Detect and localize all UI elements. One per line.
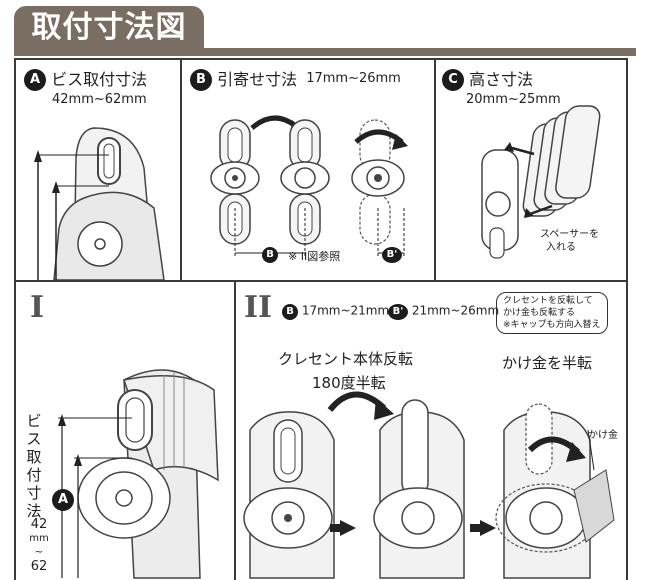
dim-badge-b-prime: B': [382, 242, 402, 263]
note-line3: ※キャップも方向入替え: [503, 320, 601, 330]
panel-a-illustration: [34, 127, 165, 281]
roman-one: I: [30, 290, 45, 325]
panel-b-illustration: [210, 115, 408, 258]
panel-c-illustration: [481, 105, 601, 259]
step1-line2: 180度半転: [312, 374, 386, 392]
step1-line1: クレセント本体反転: [278, 350, 414, 368]
spacer-note-line1: スペーサーを: [540, 229, 600, 240]
dim-badge-b-prime-glyph: B': [382, 247, 402, 263]
spec-b-prime-badge: B': [388, 304, 408, 320]
spec-b-prime: B' 21mm~26mm: [388, 303, 499, 320]
roman-two: II: [244, 290, 273, 325]
badge-c: C: [442, 68, 464, 91]
panel-a-range: 42mm~62mm: [52, 92, 147, 107]
panel-1-badge-glyph: A: [52, 489, 74, 511]
dim-badge-b-glyph: B: [262, 247, 278, 263]
kakegane-label: かけ金: [588, 430, 618, 441]
spec-b: B 17mm~21mm: [282, 303, 389, 320]
panel-1-illustration: [58, 369, 219, 579]
panel-c-heading: C 高さ寸法: [442, 66, 533, 91]
note-line2: かけ金も反転する: [503, 308, 576, 318]
spec-b-prime-range: 21mm~26mm: [411, 303, 500, 318]
panel-c-spacer-note: スペーサーを 入れる: [540, 228, 599, 254]
panel-b-note: ※ II図参照: [288, 250, 341, 263]
panel-1-badge: A: [52, 488, 74, 511]
badge-b: B: [190, 68, 212, 91]
reverse-note: クレセントを反転して かけ金も反転する ※キャップも方向入替え: [496, 292, 608, 334]
range-bottom: 62: [30, 559, 48, 574]
panel-1-range: 42 mm ~ 62: [26, 518, 52, 574]
dim-badge-b: B: [262, 242, 278, 263]
note-line1: クレセントを反転して: [503, 296, 593, 306]
panel-b-range: 17mm~26mm: [306, 70, 401, 86]
panel-c-range: 20mm~25mm: [466, 92, 561, 107]
panel-2-illustration: [243, 391, 615, 579]
title-rule: [14, 48, 636, 56]
badge-a: A: [24, 68, 46, 91]
panel-a-heading: A ビス取付寸法: [24, 66, 147, 91]
spec-b-badge: B: [282, 304, 298, 320]
panel-1-vertical-label: ビス取付寸法: [26, 412, 42, 520]
range-tilde: ~: [34, 547, 44, 558]
range-unit: mm: [29, 533, 49, 544]
spacer-note-line2: 入れる: [546, 242, 576, 253]
page-title: 取付寸法図: [14, 6, 204, 50]
range-top: 42: [30, 517, 48, 532]
step2-label: かけ金を半転: [502, 354, 593, 372]
spec-b-range: 17mm~21mm: [301, 303, 390, 318]
panel-c-label: 高さ寸法: [469, 70, 534, 89]
panel-b-heading: B 引寄せ寸法 17mm~26mm: [190, 66, 401, 91]
panel-a-label: ビス取付寸法: [51, 70, 148, 89]
panel-b-label: 引寄せ寸法: [217, 70, 298, 89]
